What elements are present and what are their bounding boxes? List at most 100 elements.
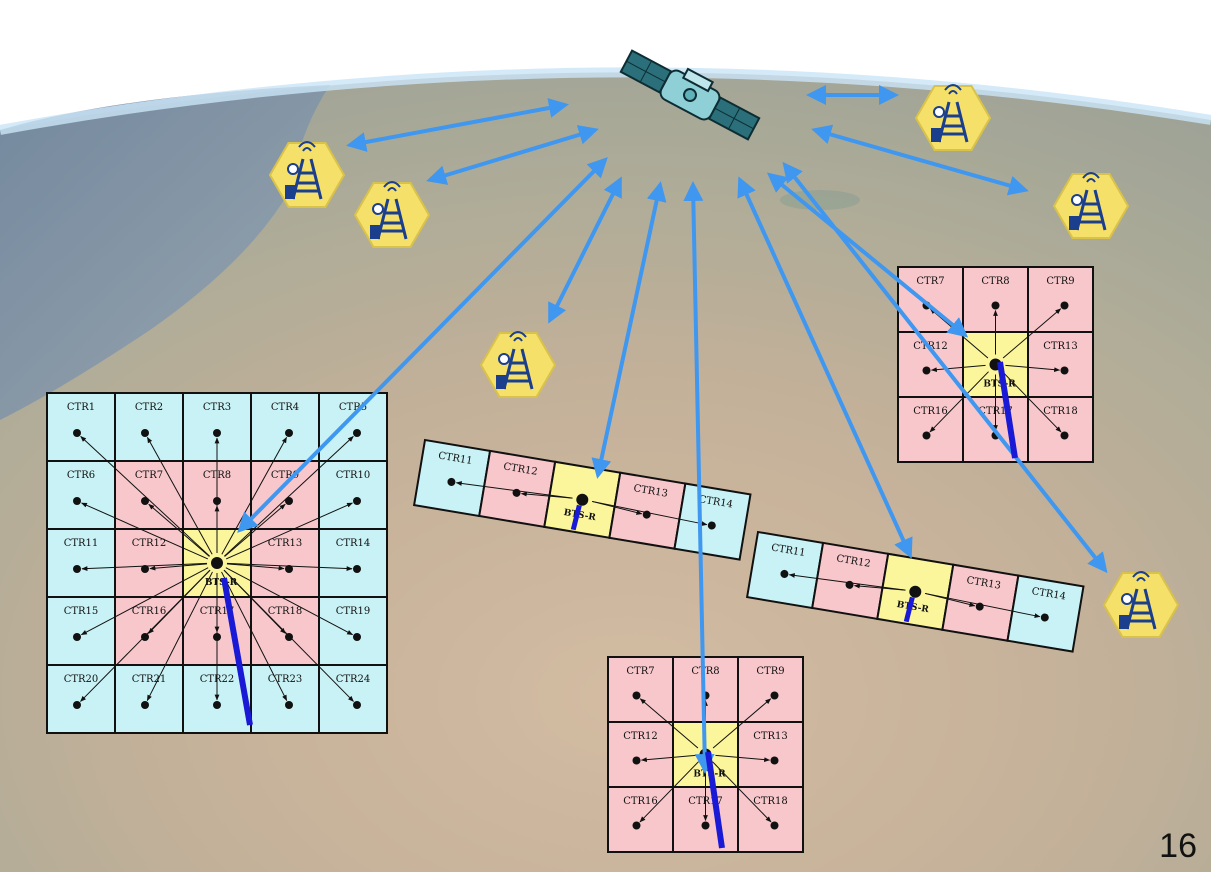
terminal-dot: [353, 701, 361, 709]
uplink-arrow: [221, 577, 253, 726]
terminal-dot: [213, 701, 221, 709]
terminal-link: [853, 583, 906, 591]
cell-label: CTR17: [200, 606, 235, 617]
grid-cell: [46, 392, 116, 462]
cell-label: CTR8: [203, 470, 231, 481]
strip-cell: [1006, 574, 1085, 653]
cell-label: CTR18: [268, 606, 303, 617]
terminal-link: [712, 698, 772, 749]
page-number: 16: [1159, 827, 1197, 865]
strip-cell: [478, 449, 557, 529]
bts-node: [211, 557, 223, 569]
cell-label: CTR24: [336, 674, 371, 685]
uplink-arrow: [705, 751, 725, 849]
terminal-dot: [141, 701, 149, 709]
terminal-link: [712, 761, 772, 823]
cell-label: CTR7: [916, 276, 944, 287]
cell-label: CTR16: [623, 796, 658, 807]
terminal-dot: [922, 366, 931, 375]
bts-label: BTS-R: [205, 578, 238, 588]
terminal-dot: [353, 429, 361, 437]
terminal-dot: [285, 633, 293, 641]
terminal-link: [80, 569, 211, 702]
cell-label: CTR3: [203, 402, 231, 413]
cell-label: CTR21: [132, 674, 167, 685]
bts-label: BTS-R: [983, 380, 1016, 390]
link-arrow: [237, 157, 608, 533]
terminal-link: [146, 436, 213, 555]
terminal-link: [146, 571, 213, 702]
cell-label: CTR11: [64, 538, 99, 549]
cell-label: CTR13: [268, 538, 303, 549]
terminal-dot: [73, 701, 81, 709]
link-arrow: [683, 181, 715, 774]
terminal-dot: [770, 756, 779, 765]
cell-label: CTR18: [753, 796, 788, 807]
cell-label: CTR23: [268, 674, 303, 685]
terminal-link: [225, 567, 354, 636]
terminal-link: [226, 563, 285, 571]
cell-label: CTR22: [200, 674, 235, 685]
cell-label: CTR18: [1043, 406, 1078, 417]
terminal-dot: [285, 429, 293, 437]
terminal-dot: [73, 633, 81, 641]
strip-cell: [412, 438, 492, 518]
cell-label: CTR15: [64, 606, 99, 617]
terminal-dot: [73, 565, 81, 573]
cell-label: CTR4: [271, 402, 299, 413]
terminal-link: [226, 562, 353, 571]
tower-icon: [1102, 571, 1180, 638]
grid-cell: [114, 392, 184, 462]
terminal-dot: [353, 633, 361, 641]
terminal-dot: [1060, 431, 1069, 440]
terminal-dot: [632, 821, 641, 830]
terminal-dot: [141, 497, 149, 505]
terminal-link: [223, 569, 354, 702]
cell-label: CTR1: [67, 402, 95, 413]
terminal-dot: [632, 756, 641, 765]
cell-label: CTR2: [135, 402, 163, 413]
terminal-dot: [141, 633, 149, 641]
cell-label: CTR7: [135, 470, 163, 481]
cell-label: CTR13: [1043, 341, 1078, 352]
terminal-dot: [1060, 366, 1069, 375]
cell-label: CTR12: [132, 538, 167, 549]
cell-label: CTR16: [913, 406, 948, 417]
terminal-dot: [73, 497, 81, 505]
link-arrow: [782, 161, 1108, 574]
terminal-link: [80, 435, 211, 557]
terminal-dot: [632, 691, 641, 700]
terminal-link: [81, 502, 209, 560]
terminal-dot: [922, 431, 931, 440]
terminal-link: [715, 754, 771, 762]
uplink-arrow: [903, 596, 915, 623]
strip-cell: [673, 482, 752, 561]
cell-label: CTR10: [336, 470, 371, 481]
bts-node: [909, 585, 922, 598]
terminal-dot: [213, 497, 221, 505]
grid-cell: [737, 721, 804, 788]
terminal-dot: [845, 580, 854, 589]
terminal-dot: [770, 691, 779, 700]
terminal-dot: [73, 429, 81, 437]
cell-label: CTR20: [64, 674, 99, 685]
cell-label: CTR8: [981, 276, 1009, 287]
uplink-arrow: [997, 361, 1018, 459]
terminal-dot: [141, 429, 149, 437]
terminal-dot: [770, 821, 779, 830]
cell-label: CTR13: [753, 731, 788, 742]
terminal-link: [149, 563, 208, 571]
cell-label: CTR7: [626, 666, 654, 677]
terminal-dot: [353, 497, 361, 505]
link-arrow: [346, 98, 569, 152]
terminal-dot: [285, 701, 293, 709]
cell-label: CTR17: [688, 796, 723, 807]
grid-cell: [114, 664, 184, 734]
grid-cell: [46, 528, 116, 598]
link-arrow: [591, 181, 667, 479]
terminal-dot: [1060, 301, 1069, 310]
cell-label: CTR9: [1046, 276, 1074, 287]
cell-label: CTR16: [132, 606, 167, 617]
strip-cell: [811, 541, 890, 621]
